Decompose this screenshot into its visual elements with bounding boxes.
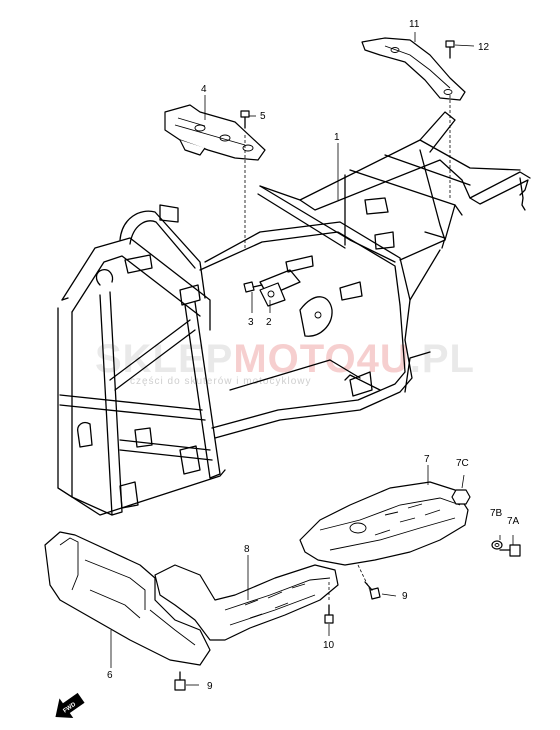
part-12-bolt (445, 40, 455, 59)
callout-12: 12 (478, 42, 490, 53)
callout-7a: 7A (507, 516, 520, 527)
forward-direction-arrow: FWD (55, 692, 85, 718)
frame (57, 111, 531, 516)
part-7a-bolt (499, 544, 521, 557)
callout-1: 1 (334, 132, 340, 143)
callout-3: 3 (248, 317, 254, 328)
watermark-part2: MOTO (233, 337, 356, 381)
part-3-bolt (243, 281, 263, 293)
part-7c-nut (451, 489, 471, 505)
callout-7b: 7B (490, 508, 503, 519)
callout-11: 11 (409, 19, 420, 30)
callout-9-lower: 9 (207, 681, 213, 692)
part-11-rear-bracket (361, 37, 466, 101)
watermark-part4: .PL (410, 337, 475, 381)
callout-4: 4 (201, 84, 207, 95)
callout-7: 7 (424, 454, 430, 465)
watermark-subtitle: części do skuterów i motocyklowy (130, 376, 312, 387)
callout-5: 5 (260, 111, 266, 122)
part-10-bolt (324, 604, 334, 624)
part-9-bolt-lower (174, 671, 186, 691)
part-5-bolt (240, 110, 250, 129)
callout-7c: 7C (456, 458, 469, 469)
part-4-plate (164, 104, 266, 161)
callout-9-upper: 9 (402, 591, 408, 602)
part-7-rear-skid-plate (299, 481, 469, 566)
part-7b-washer (491, 540, 503, 550)
part-2-bracket (259, 282, 286, 307)
svg-text:SKLEPMOTO4U.PL: SKLEPMOTO4U.PL (95, 337, 475, 381)
callout-labels: 1 2 3 4 5 6 7 7A 7B 7C 8 9 9 10 11 12 (107, 19, 520, 692)
callout-8: 8 (244, 544, 250, 555)
watermark: SKLEPMOTO4U.PL części do skuterów i moto… (95, 337, 475, 387)
callout-6: 6 (107, 670, 113, 681)
callout-10: 10 (323, 640, 335, 651)
watermark-part1: SKLEP (95, 337, 233, 381)
leader-lines (110, 32, 514, 686)
part-9-bolt-upper (364, 581, 381, 600)
part-6-front-guard (44, 531, 211, 666)
callout-2: 2 (266, 317, 272, 328)
